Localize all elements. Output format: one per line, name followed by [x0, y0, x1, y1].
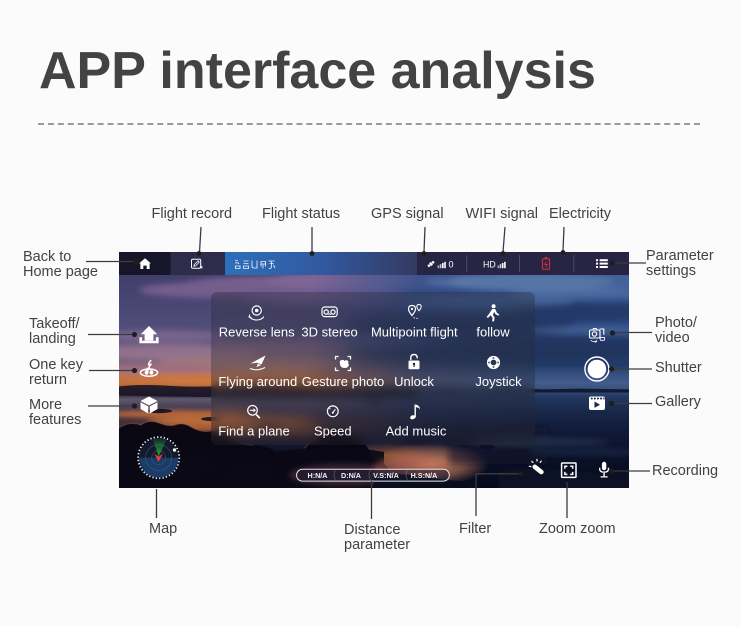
svg-text:3D stereo: 3D stereo [301, 325, 357, 340]
svg-text:0: 0 [449, 260, 454, 270]
svg-text:HD: HD [483, 259, 496, 269]
svg-text:Gesture photo: Gesture photo [302, 374, 384, 389]
svg-text:H:N/A: H:N/A [308, 471, 328, 480]
svg-text:D:N/A: D:N/A [341, 471, 361, 480]
svg-text:Joystick: Joystick [475, 374, 522, 389]
svg-text:follow: follow [476, 325, 510, 340]
svg-text:Unlock: Unlock [394, 374, 434, 389]
svg-text:V.S:N/A: V.S:N/A [373, 471, 399, 480]
svg-text:Reverse lens: Reverse lens [219, 325, 295, 340]
svg-text:Find a plane: Find a plane [218, 423, 290, 438]
svg-text:Add music: Add music [386, 423, 447, 438]
svg-text:Speed: Speed [314, 423, 352, 438]
svg-text:Flying around: Flying around [218, 374, 297, 389]
svg-text:H.S:N/A: H.S:N/A [411, 471, 438, 480]
svg-text:Multipoint flight: Multipoint flight [371, 325, 458, 340]
